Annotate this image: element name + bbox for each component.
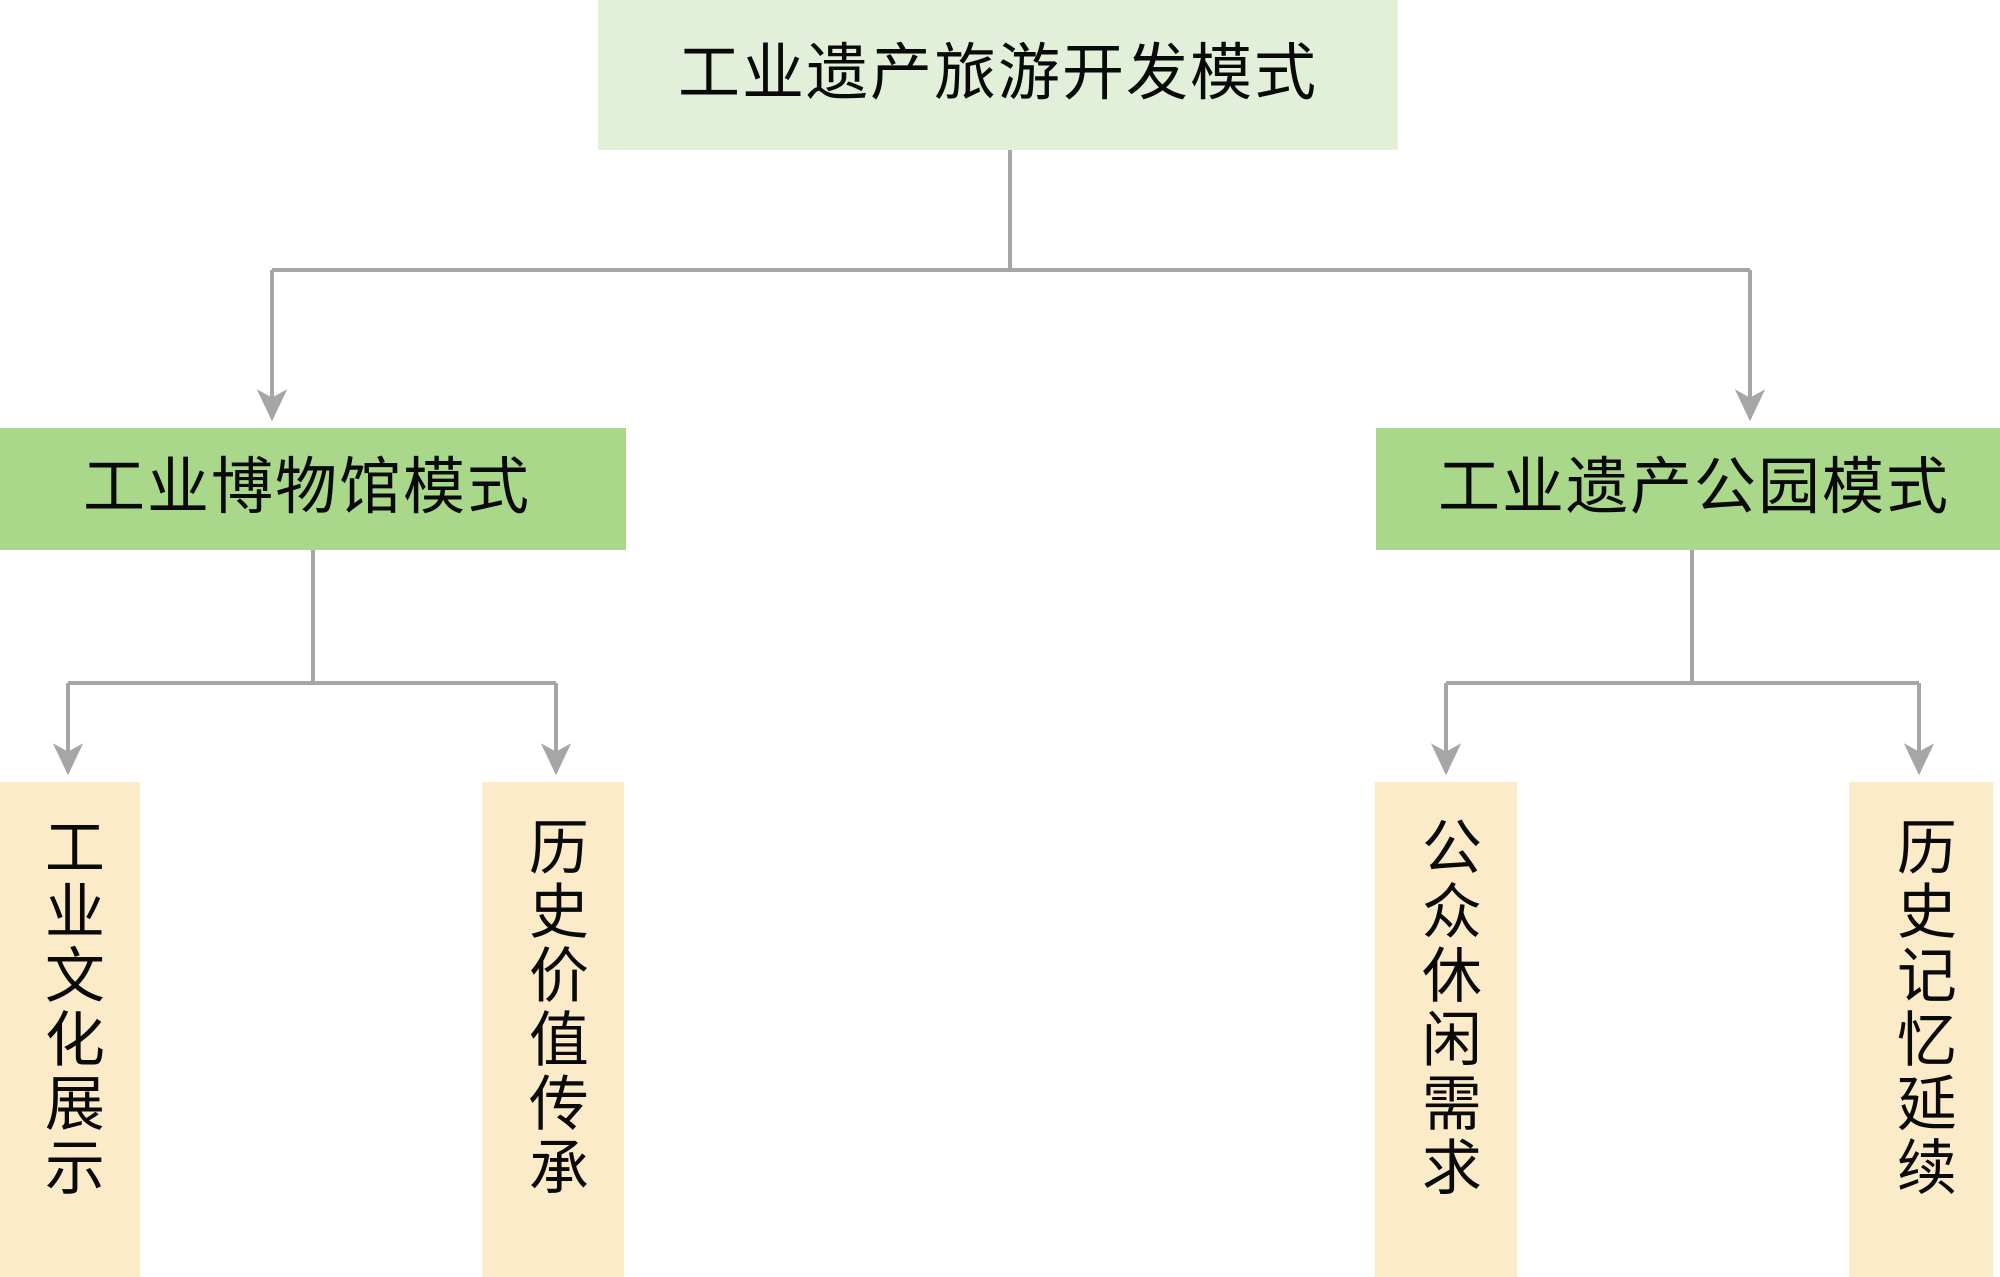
node-leaf-public-leisure-demand[interactable]: 公众休闲需求 [1375,782,1517,1277]
node-leaf-3-label: 公众休闲需求 [1413,816,1480,1200]
node-branch-left[interactable]: 工业博物馆模式 [0,428,626,550]
node-leaf-historical-memory-continuation[interactable]: 历史记忆延续 [1849,782,1993,1277]
node-branch-right[interactable]: 工业遗产公园模式 [1376,428,2000,550]
node-leaf-2-label: 历史价值传承 [520,816,587,1200]
node-root[interactable]: 工业遗产旅游开发模式 [598,0,1398,150]
node-leaf-industrial-culture-display[interactable]: 工业文化展示 [0,782,140,1277]
node-leaf-historical-value-inheritance[interactable]: 历史价值传承 [482,782,624,1277]
node-leaf-4-label: 历史记忆延续 [1888,816,1955,1200]
node-branch-left-label: 工业博物馆模式 [82,454,531,523]
edge-root-to-branches [256,150,1766,422]
edge-branch-left-to-leaves [52,550,572,776]
node-branch-right-label: 工业遗产公园模式 [1437,454,1950,523]
node-root-label: 工业遗产旅游开发模式 [677,40,1318,109]
edge-branch-right-to-leaves [1430,550,1935,776]
node-leaf-1-label: 工业文化展示 [36,816,103,1200]
